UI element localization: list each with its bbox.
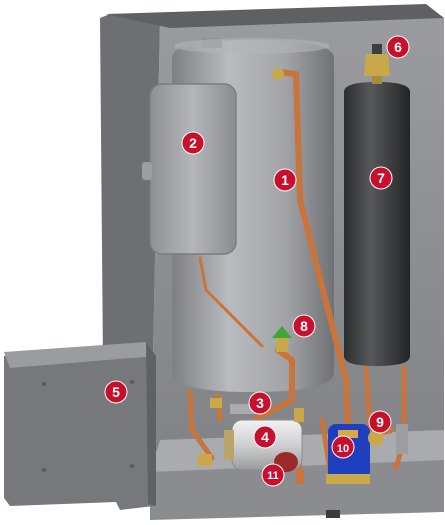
air-vent-stem [372,76,382,84]
pipe-main-riser [277,69,353,473]
buffer-vessel-body [344,82,410,366]
control-box-side [146,342,156,506]
control-box [4,342,156,510]
buffer-vessel [344,82,410,366]
marker-5: 5 [104,380,128,404]
casing-foot [326,510,340,518]
pipe-left-drop [187,389,215,461]
marker-4: 4 [253,425,277,449]
marker-label: 8 [300,318,308,334]
marker-2: 2 [181,131,205,155]
marker-11: 11 [261,463,285,487]
marker-6: 6 [386,35,410,59]
marker-label: 4 [261,429,269,445]
marker-1: 1 [273,168,297,192]
marker-label: 2 [189,135,197,151]
expansion-vessel [142,83,237,255]
marker-label: 7 [377,170,385,186]
air-vent-valve [364,44,390,84]
expansion-vessel-bracket [142,162,152,180]
control-box-top [4,342,156,368]
control-box-screw [130,464,134,468]
cylinder-bottom-fitting [210,398,222,408]
control-box-screw [42,382,46,386]
heater-top-connector [294,408,304,422]
marker-8: 8 [292,314,316,338]
control-box-front [4,346,154,510]
marker-10: 10 [331,435,355,459]
marker-3: 3 [248,391,272,415]
marker-label: 9 [376,414,384,430]
small-fittings [198,398,222,466]
air-vent-body [364,54,390,76]
three-way-valve-actuator [396,424,408,454]
air-vent-cap [372,44,382,54]
heater-top-bracket [230,404,260,414]
cylinder-top-fitting [272,68,284,80]
pipe-vessel-feed [198,256,264,348]
safety-valve-body [276,338,288,352]
casing-top-lid [106,4,444,28]
marker-label: 6 [394,39,402,55]
pump-top-connector [338,430,358,438]
cylinder-top-cap [174,38,330,54]
marker-9: 9 [368,410,392,434]
left-connector-fitting [198,454,212,466]
pump-base [326,474,370,484]
drain-valve-stem [296,470,304,484]
control-box-screw [130,380,134,384]
marker-label: 10 [337,443,349,455]
casing-base-front [150,458,444,520]
safety-valve-handle [272,326,292,338]
three-way-valve-body [368,430,384,446]
safety-valve [272,326,292,352]
marker-label: 5 [112,384,120,400]
marker-label: 11 [267,470,279,482]
expansion-vessel-body [149,83,237,255]
marker-7: 7 [369,166,393,190]
callout-markers: 1 2 3 4 5 6 7 8 9 10 11 [104,35,410,487]
marker-label: 3 [256,395,264,411]
control-box-screw [42,468,46,472]
three-way-valve [368,424,408,454]
heater-end-cap [224,430,234,460]
marker-label: 1 [281,172,289,188]
